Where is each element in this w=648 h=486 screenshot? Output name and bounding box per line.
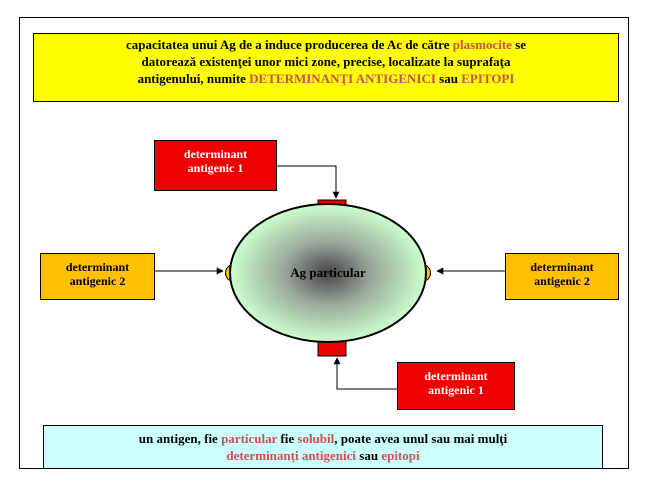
antigen-particle bbox=[229, 203, 427, 343]
determinant-left-box: determinant antigenic 2 bbox=[40, 253, 155, 300]
antigen-label: Ag particular bbox=[290, 265, 366, 280]
term-determinanti-antigenici-lower: determinanţi antigenici bbox=[226, 448, 357, 463]
determinant-right-line1: determinant bbox=[530, 260, 594, 274]
definition-line-3: antigenului, numite DETERMINANŢI ANTIGEN… bbox=[137, 71, 515, 86]
definition-note: capacitatea unui Ag de a induce producer… bbox=[33, 33, 619, 102]
definition-line-2: datorează existenţei unor mici zone, pre… bbox=[141, 54, 511, 69]
arrow-bottom bbox=[333, 357, 397, 390]
definition-line-1: capacitatea unui Ag de a induce producer… bbox=[125, 37, 527, 52]
determinant-top-line1: determinant bbox=[183, 147, 248, 161]
determinant-top-line2: antigenic 1 bbox=[187, 161, 244, 175]
arrow-top bbox=[277, 165, 340, 199]
determinant-right-box: determinant antigenic 2 bbox=[505, 253, 619, 300]
determinant-bottom-box: determinant antigenic 1 bbox=[397, 362, 515, 410]
term-particular: particular bbox=[221, 431, 278, 446]
term-plasmocite: plasmocite bbox=[452, 37, 512, 52]
summary-line-1: un antigen, fie particular fie solubil, … bbox=[138, 431, 508, 446]
determinant-top-box: determinant antigenic 1 bbox=[154, 140, 277, 191]
term-solubil: solubil bbox=[297, 431, 335, 446]
determinant-bottom-line1: determinant bbox=[424, 369, 488, 383]
term-determinanti-antigenici: DETERMINANŢI ANTIGENICI bbox=[249, 71, 436, 86]
determinant-left-line1: determinant bbox=[65, 260, 130, 274]
determinant-right-line2: antigenic 2 bbox=[534, 274, 590, 288]
determinant-bottom-line2: antigenic 1 bbox=[428, 383, 484, 397]
term-epitopi: EPITOPI bbox=[461, 71, 515, 86]
summary-note: un antigen, fie particular fie solubil, … bbox=[43, 425, 603, 469]
summary-line-2: determinanţi antigenici sau epitopi bbox=[226, 448, 420, 463]
determinant-left-line2: antigenic 2 bbox=[69, 274, 126, 288]
term-epitopi-lower: epitopi bbox=[381, 448, 420, 463]
